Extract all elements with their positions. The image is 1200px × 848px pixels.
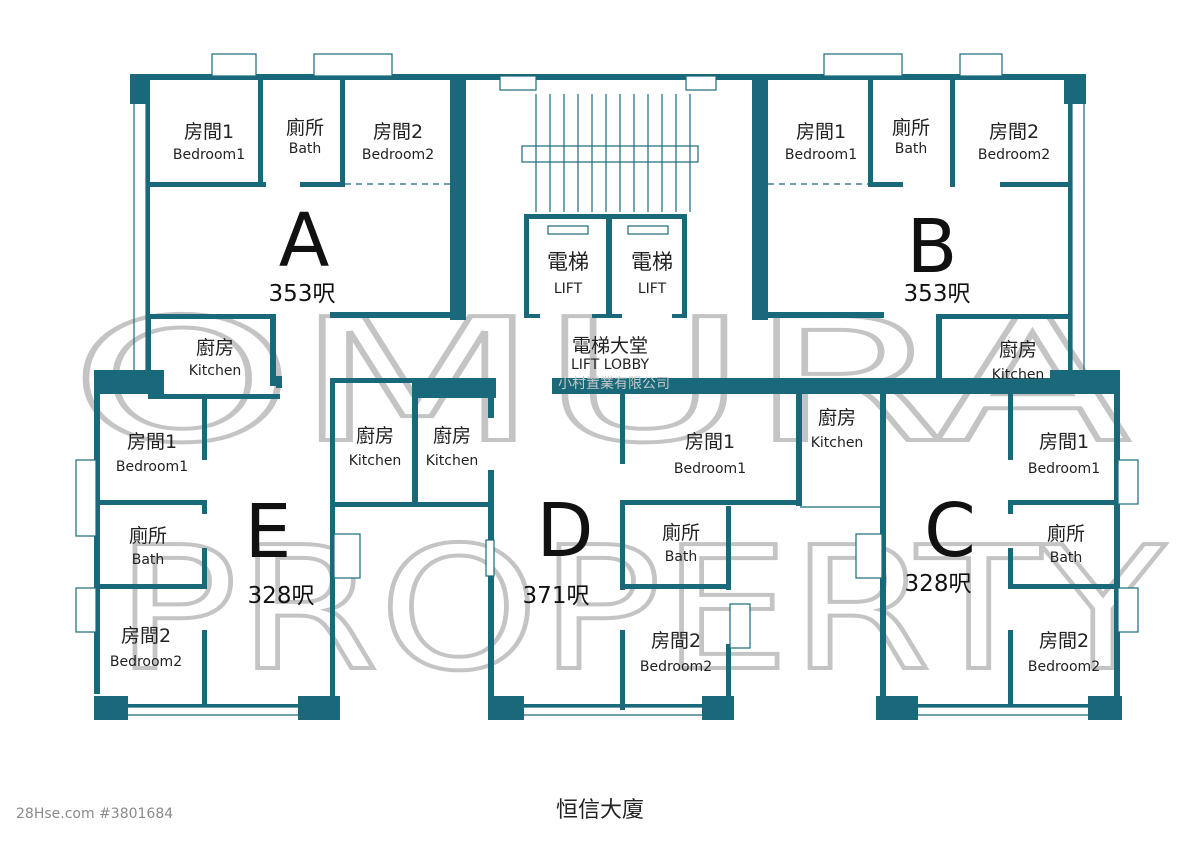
flat-b-bedroom1-zh: 房間1 <box>796 121 846 143</box>
flat-e-bath-en: Bath <box>132 552 165 568</box>
flat-e-bath-zh: 廁所 <box>129 524 167 547</box>
flat-a: 房間1 Bedroom1 廁所 Bath 房間2 Bedroom2 A 353呎… <box>173 116 434 379</box>
lobby-en: LIFT LOBBY <box>571 357 650 373</box>
lift1-zh: 電梯 <box>547 250 589 274</box>
flat-a-kitchen-en: Kitchen <box>189 363 242 379</box>
flat-d-bath-en: Bath <box>665 549 698 565</box>
flat-d-bedroom1-zh: 房間1 <box>685 431 735 453</box>
site-watermark: 28Hse.com #3801684 <box>16 806 174 822</box>
flat-c-letter: C <box>924 488 976 574</box>
flat-e-bedroom2-zh: 房間2 <box>121 625 171 647</box>
flat-e-letter: E <box>245 489 292 575</box>
flat-a-bedroom2-zh: 房間2 <box>373 121 423 143</box>
flat-b-kitchen-zh: 廚房 <box>999 338 1037 361</box>
flat-c-kitchen-zh: 廚房 <box>818 406 856 429</box>
flat-a-bath-en: Bath <box>289 141 322 157</box>
flat-c: 廚房 Kitchen 房間1 Bedroom1 廁所 Bath 房間2 Bedr… <box>811 406 1100 675</box>
flat-d-bedroom2-en: Bedroom2 <box>640 659 712 675</box>
flat-b-bath-en: Bath <box>895 141 928 157</box>
lift2-zh: 電梯 <box>631 250 673 274</box>
flat-d-bedroom2-zh: 房間2 <box>651 630 701 652</box>
flat-c-bedroom1-zh: 房間1 <box>1039 431 1089 453</box>
lobby-zh: 電梯大堂 <box>572 335 648 357</box>
walls <box>75 53 1139 720</box>
staircase <box>535 94 691 212</box>
flat-b-letter: B <box>907 204 958 290</box>
flat-e: 房間1 Bedroom1 廁所 Bath 房間2 Bedroom2 E 328呎… <box>110 424 401 670</box>
flat-b-bedroom1-en: Bedroom1 <box>785 147 857 163</box>
flat-a-area: 353呎 <box>269 281 336 307</box>
flat-b-area: 353呎 <box>904 281 971 307</box>
flat-d-letter: D <box>537 488 594 574</box>
flat-a-bedroom2-en: Bedroom2 <box>362 147 434 163</box>
flat-e-kitchen-en: Kitchen <box>349 453 402 469</box>
watermark-property: PROPERTY <box>115 511 1166 709</box>
flat-a-bedroom1-en: Bedroom1 <box>173 147 245 163</box>
flat-c-area: 328呎 <box>905 571 972 597</box>
lift1-en: LIFT <box>554 281 583 297</box>
flat-c-bath-zh: 廁所 <box>1047 522 1085 545</box>
flat-d-kitchen-zh: 廚房 <box>433 424 471 447</box>
flat-d-bath-zh: 廁所 <box>662 521 700 544</box>
flat-a-kitchen-zh: 廚房 <box>196 336 234 359</box>
flat-b-kitchen-en: Kitchen <box>992 367 1045 383</box>
flat-c-kitchen-en: Kitchen <box>811 435 864 451</box>
flat-e-bedroom1-en: Bedroom1 <box>116 459 188 475</box>
flat-b-bath-zh: 廁所 <box>892 116 930 139</box>
flat-c-bedroom2-zh: 房間2 <box>1039 630 1089 652</box>
flat-c-bath-en: Bath <box>1050 550 1083 566</box>
flat-b-bedroom2-en: Bedroom2 <box>978 147 1050 163</box>
flat-c-bedroom2-en: Bedroom2 <box>1028 659 1100 675</box>
flat-e-kitchen-zh: 廚房 <box>356 424 394 447</box>
flat-e-bedroom2-en: Bedroom2 <box>110 654 182 670</box>
flat-d: 廚房 Kitchen 房間1 Bedroom1 廁所 Bath 房間2 Bedr… <box>426 424 746 675</box>
flat-a-bath-zh: 廁所 <box>286 116 324 139</box>
flat-d-area: 371呎 <box>523 583 590 609</box>
flat-b: 房間1 Bedroom1 廁所 Bath 房間2 Bedroom2 B 353呎… <box>785 116 1050 383</box>
flat-a-letter: A <box>279 198 330 284</box>
lift2-en: LIFT <box>638 281 667 297</box>
flat-e-area: 328呎 <box>248 583 315 609</box>
lift-lobby: 電梯 LIFT 電梯 LIFT 電梯大堂 LIFT LOBBY <box>547 250 673 373</box>
watermark-company: 小村置業有限公司 <box>558 376 670 392</box>
flat-e-bedroom1-zh: 房間1 <box>127 431 177 453</box>
flat-d-kitchen-en: Kitchen <box>426 453 479 469</box>
building-name: 恒信大廈 <box>555 798 644 823</box>
flat-a-bedroom1-zh: 房間1 <box>184 121 234 143</box>
flat-c-bedroom1-en: Bedroom1 <box>1028 461 1100 477</box>
flat-b-bedroom2-zh: 房間2 <box>989 121 1039 143</box>
flat-d-bedroom1-en: Bedroom1 <box>674 461 746 477</box>
